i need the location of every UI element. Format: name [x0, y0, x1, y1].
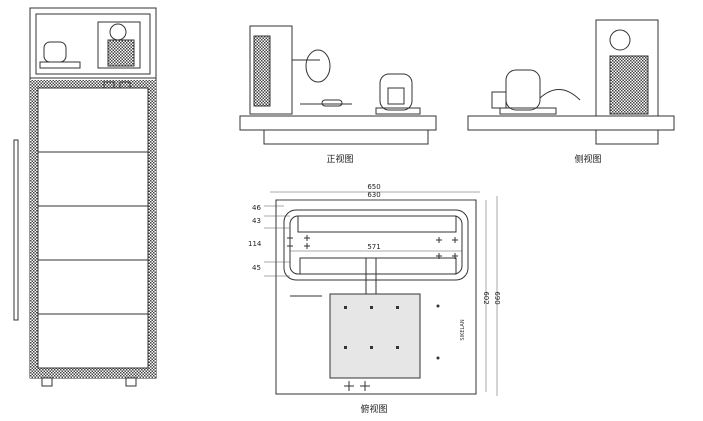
dim-602: 602	[482, 291, 490, 304]
front-view	[239, 25, 437, 145]
brand-mark: SIKELAN	[460, 319, 466, 340]
dim-571: 571	[367, 243, 380, 251]
dim-650: 650	[367, 183, 380, 191]
top-view-label: 俯视图	[360, 403, 387, 415]
dim-46: 46	[252, 204, 261, 212]
dim-114: 114	[248, 240, 262, 248]
dim-630: 630	[367, 191, 380, 199]
side-view-label: 侧视图	[574, 153, 601, 165]
dim-43: 43	[252, 217, 261, 225]
dim-690: 690	[493, 291, 501, 304]
dim-45: 45	[252, 264, 261, 272]
side-view	[467, 19, 675, 145]
cabinet-elevation	[13, 7, 157, 387]
top-view	[264, 191, 498, 396]
front-view-label: 正视图	[326, 153, 353, 165]
